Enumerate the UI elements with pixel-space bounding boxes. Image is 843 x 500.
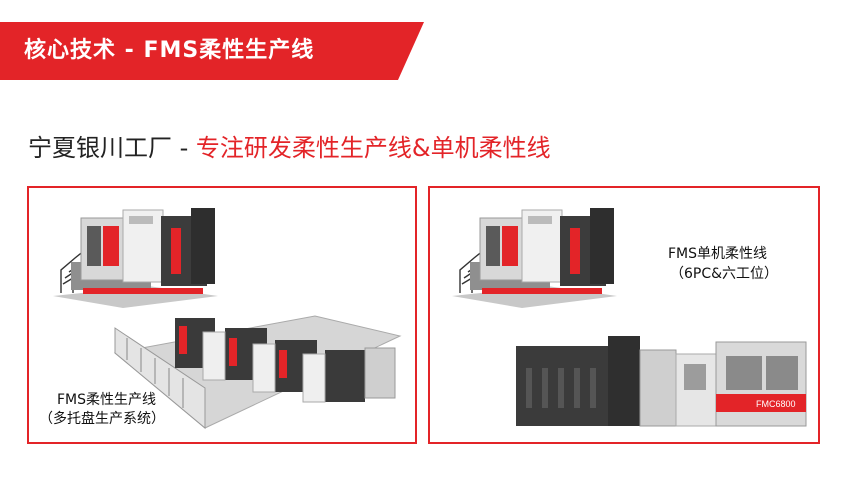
single-fms-caption-title: FMS单机柔性线	[668, 246, 768, 262]
subtitle-focus: 专注研发柔性生产线&单机柔性线	[195, 134, 551, 162]
single-fms-panel: FMS单机柔性线 （6PC&六工位） FMC6800	[428, 186, 820, 444]
fmc-model-label: FMC6800	[756, 399, 796, 409]
machining-center-image	[53, 208, 218, 308]
fms-line-panel: FMS柔性生产线 （多托盘生产系统）	[27, 186, 417, 444]
fmc-machine-image: FMC6800	[516, 336, 807, 427]
section-subtitle: 宁夏银川工厂 - 专注研发柔性生产线&单机柔性线	[28, 132, 551, 164]
machining-center-image-2	[452, 208, 617, 308]
subtitle-location: 宁夏银川工厂 -	[28, 134, 196, 162]
flexible-line-image	[113, 315, 402, 430]
fms-line-caption-title: FMS柔性生产线	[57, 392, 157, 408]
header-banner: 核心技术 - FMS柔性生产线	[0, 22, 424, 80]
header-title: 核心技术 - FMS柔性生产线	[24, 38, 315, 63]
single-fms-caption-detail: （6PC&六工位）	[670, 266, 779, 282]
fms-line-caption-detail: （多托盘生产系统）	[39, 411, 165, 427]
